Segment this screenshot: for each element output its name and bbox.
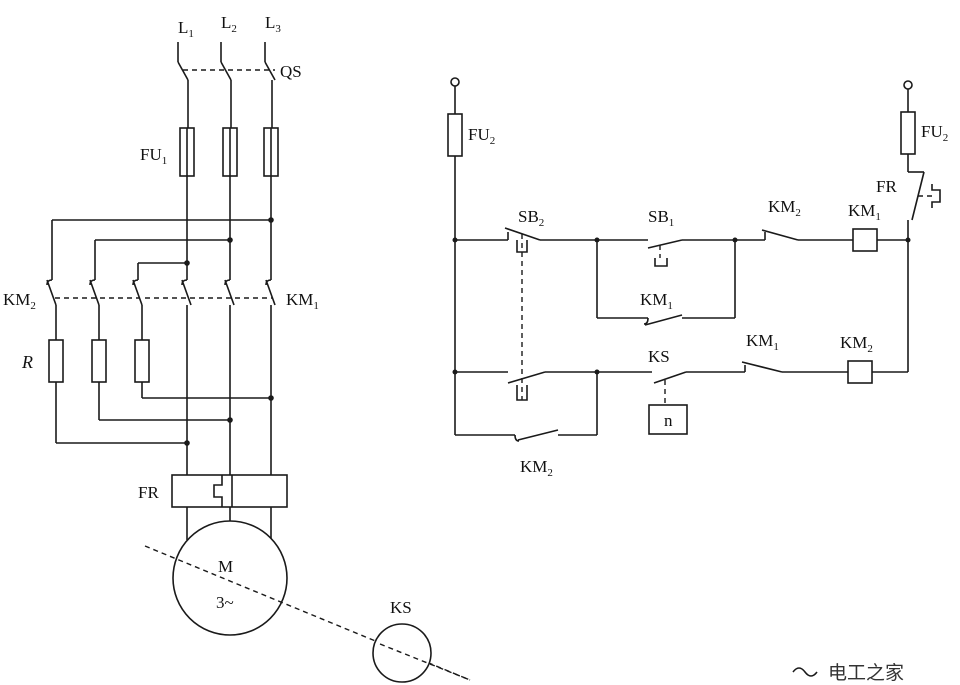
km2-coil <box>847 360 873 384</box>
km1-hold-contact <box>594 237 738 326</box>
km2-coil-label: KM2 <box>840 333 873 355</box>
km2-main-contacts <box>46 279 143 340</box>
watermark-logo-icon <box>792 667 818 677</box>
qs-label: QS <box>280 62 302 81</box>
km1-power-label: KM1 <box>286 290 319 312</box>
fr-control-label: FR <box>876 177 897 196</box>
fu2-left-label: FU2 <box>468 125 495 147</box>
braking-resistors <box>48 339 274 446</box>
km2-interlock-label: KM2 <box>768 197 801 219</box>
fu1-label: FU1 <box>140 145 167 167</box>
right-supply-terminal <box>903 80 913 90</box>
km1-coil-label: KM1 <box>848 201 881 223</box>
km2-hold-label: KM2 <box>520 457 553 479</box>
fr-overload-relay <box>171 474 288 540</box>
sb1-label: SB1 <box>648 207 674 229</box>
fr-nc-contact <box>907 171 941 372</box>
fu1-fuses <box>179 127 279 177</box>
ks-contact-label: KS <box>648 347 670 366</box>
km1-interlock-label: KM1 <box>746 331 779 353</box>
ks-speed-contact <box>597 371 745 405</box>
sb2-stop-button <box>504 227 597 400</box>
power-circuit: L1 L2 L3 QS FU1 <box>3 13 471 683</box>
watermark-text: 电工之家 <box>828 662 904 684</box>
km2-hold-contact <box>455 369 600 442</box>
phase-l1-label: L1 <box>178 18 194 40</box>
left-supply-terminal <box>450 77 460 87</box>
motor-label: M <box>218 557 233 576</box>
km1-interlock-nc <box>741 361 848 373</box>
sb2-label: SB2 <box>518 207 544 229</box>
fu2-right-fuse <box>900 111 916 155</box>
ks-shaft-coupling <box>379 643 471 681</box>
phase-l2-label: L2 <box>221 13 237 35</box>
speed-sensor-label: n <box>664 411 673 430</box>
phase-l3-label: L3 <box>265 13 281 35</box>
sb2-no-contact <box>507 371 597 401</box>
motor-phase-label: 3~ <box>216 593 234 612</box>
fr-power-label: FR <box>138 483 159 502</box>
km1-hold-label: KM1 <box>640 290 673 312</box>
speed-sensor-box <box>648 404 688 435</box>
km2-power-label: KM2 <box>3 290 36 312</box>
km1-coil <box>852 228 878 252</box>
ks-power-label: KS <box>390 598 412 617</box>
sb1-start-button <box>597 239 735 267</box>
km1-main-contacts <box>145 279 276 475</box>
fu2-left-fuse <box>447 113 463 157</box>
control-circuit: FU2 FU2 FR SB2 <box>447 77 948 479</box>
qs-disconnect-switch <box>177 42 276 128</box>
resistor-label: R <box>21 352 33 372</box>
speed-relay-ks <box>372 623 432 683</box>
watermark: 电工之家 <box>792 662 904 684</box>
fu2-right-label: FU2 <box>921 122 948 144</box>
km2-interlock-nc <box>735 229 853 241</box>
km2-phase-crossover <box>51 217 274 280</box>
